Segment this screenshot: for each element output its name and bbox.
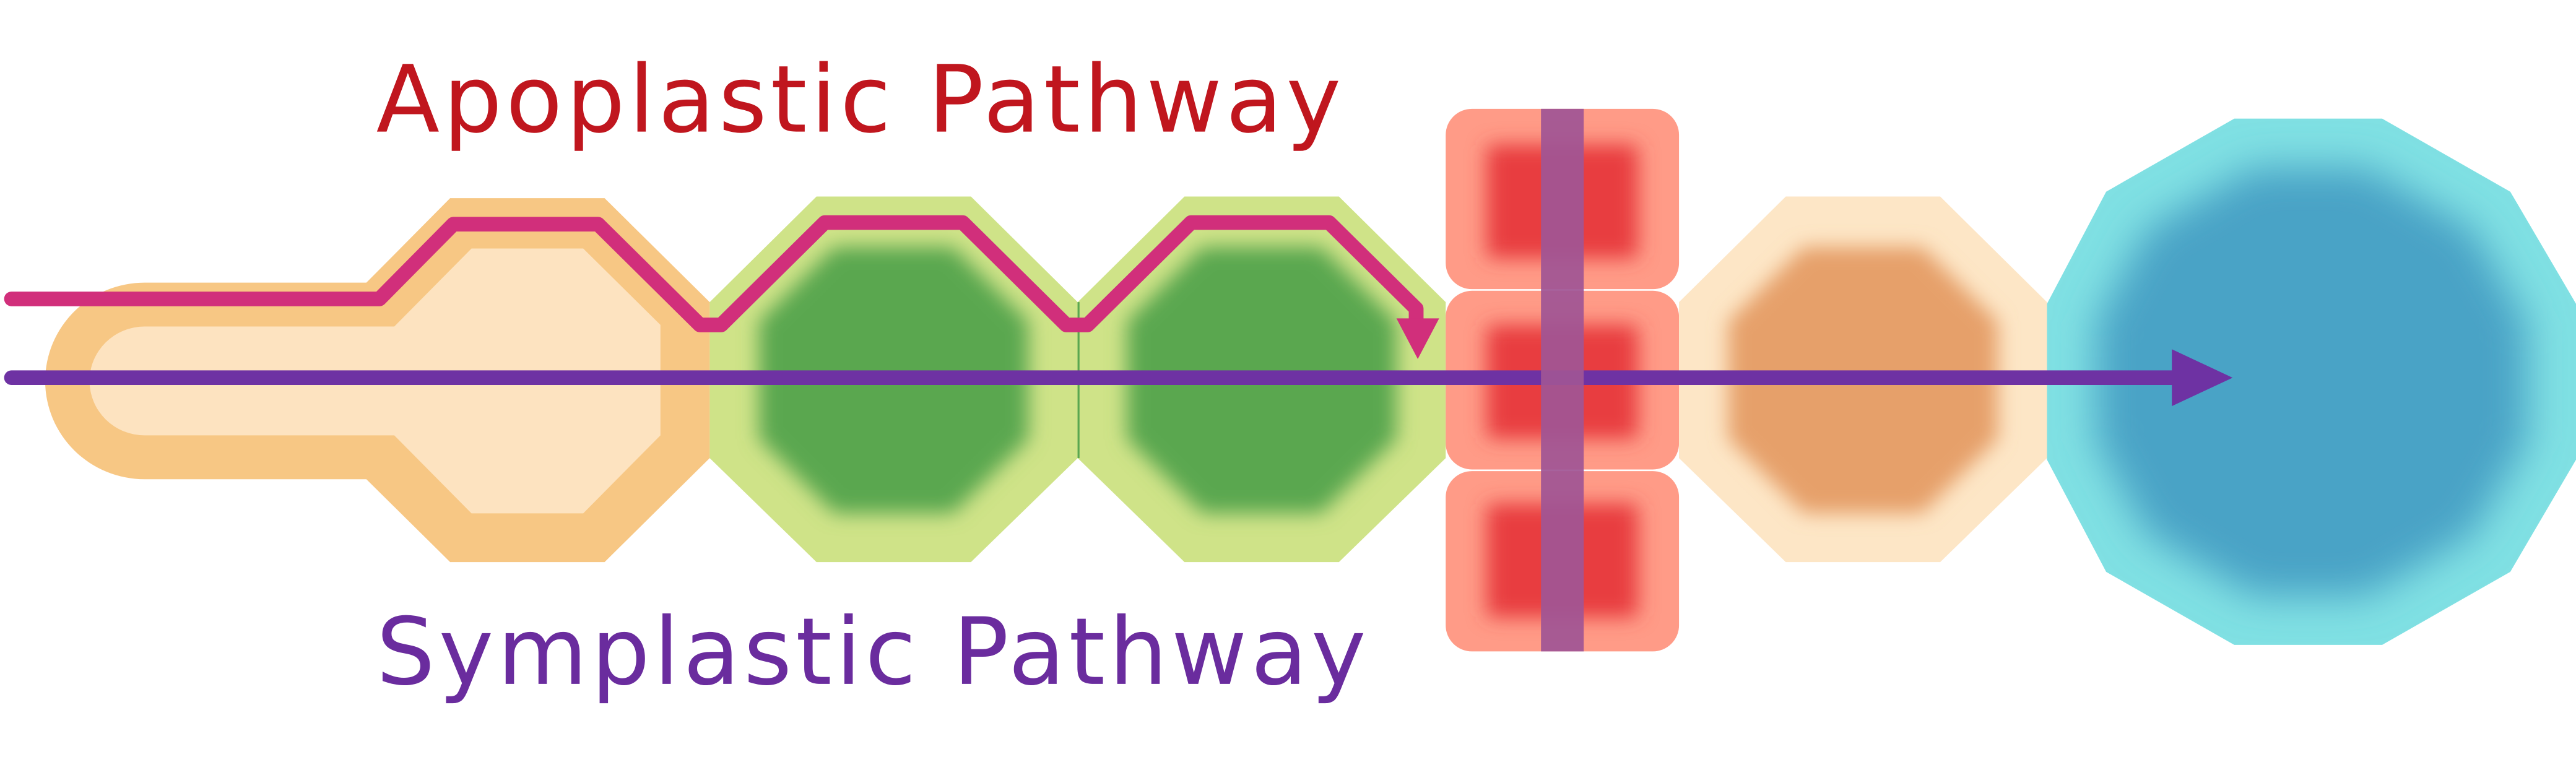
xylem-vessel: [2047, 118, 2576, 645]
apoplastic-pathway-arrowhead: [1396, 318, 1439, 360]
casparian-strip: [1541, 108, 1584, 652]
apoplastic-pathway: [4, 215, 1439, 360]
apoplastic-pathway-line: [4, 215, 1424, 332]
xylem-vessel-lumen: [2096, 167, 2527, 597]
symplastic-pathway-arrowhead: [2172, 349, 2233, 407]
apoplastic-pathway-label: Apoplastic Pathway: [376, 46, 1345, 154]
symplastic-pathway: [4, 349, 2233, 407]
symplastic-pathway-label: Symplastic Pathway: [376, 599, 1370, 706]
